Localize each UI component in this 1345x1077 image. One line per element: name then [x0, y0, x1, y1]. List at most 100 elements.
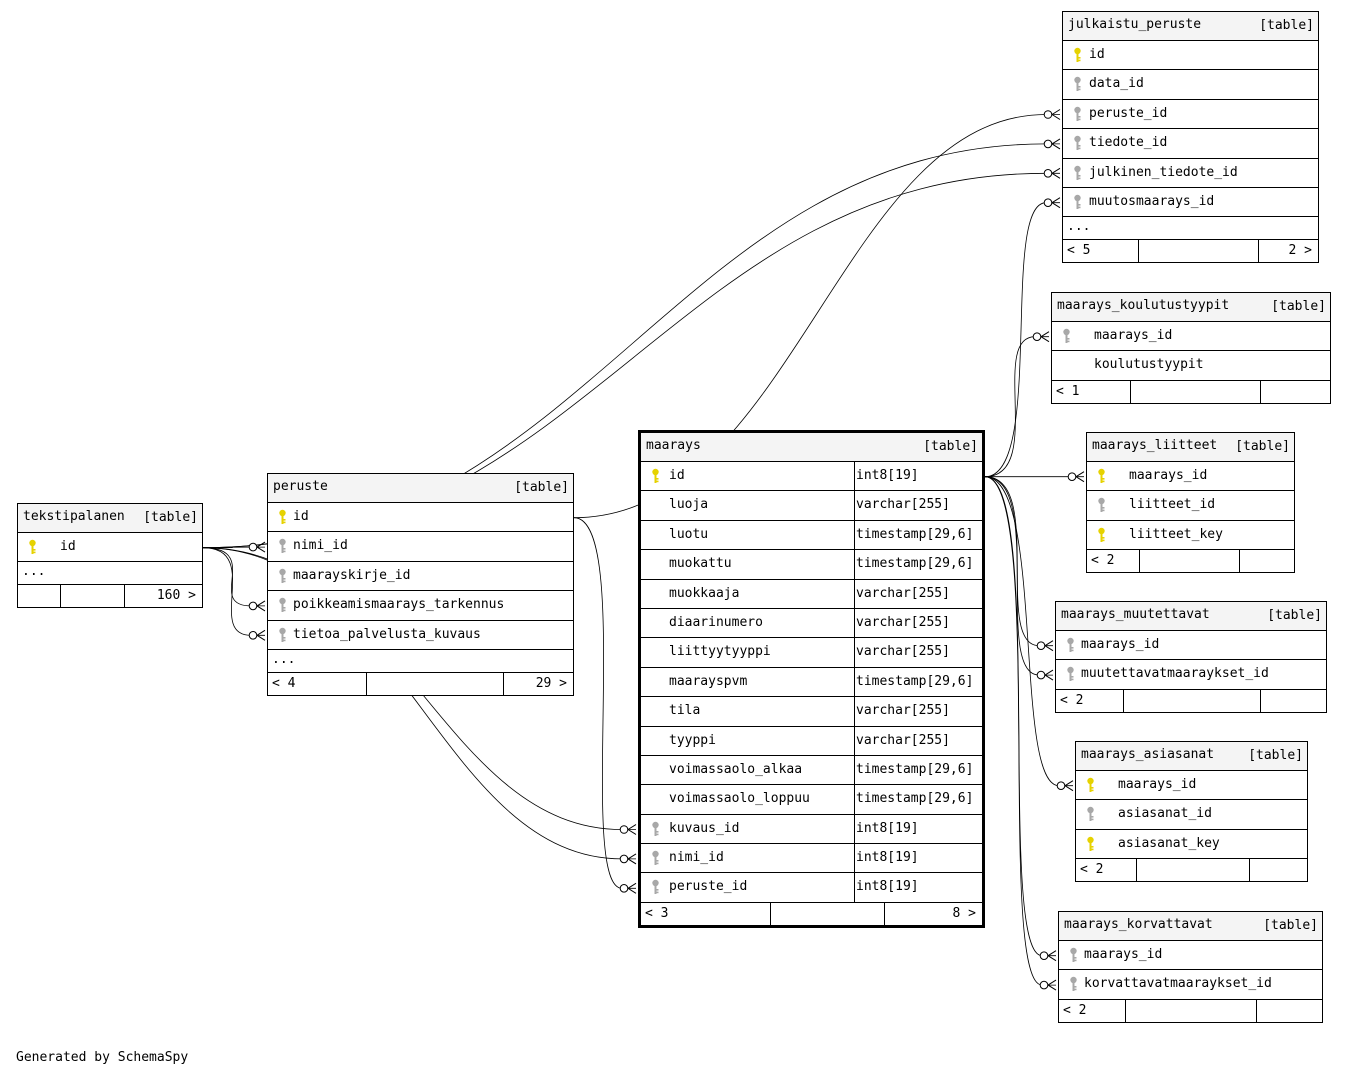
- column-row[interactable]: maarays_id: [1076, 771, 1307, 801]
- column-row[interactable]: maarays_id: [1059, 941, 1322, 971]
- column-row[interactable]: maarays_id: [1052, 322, 1330, 352]
- column-row[interactable]: poikkeamismaarays_tarkennus: [268, 591, 573, 621]
- column-type: varchar[255]: [856, 644, 950, 660]
- primary-key-icon: [651, 468, 660, 484]
- table-type-label: [table]: [1259, 18, 1314, 33]
- column-type: int8[19]: [856, 468, 919, 483]
- table-footer: < 4 29 >: [268, 672, 573, 695]
- parent-count[interactable]: < 2: [1060, 692, 1084, 708]
- column-row[interactable]: id: [268, 503, 573, 533]
- column-row[interactable]: liitteet_key: [1087, 521, 1294, 551]
- footer-divider: [1260, 380, 1261, 403]
- column-divider: [854, 814, 855, 844]
- column-row[interactable]: julkinen_tiedote_id: [1063, 159, 1318, 188]
- column-row[interactable]: liittyytyyppi varchar[255]: [641, 638, 982, 668]
- column-row[interactable]: korvattavatmaaraykset_id: [1059, 970, 1322, 1000]
- column-row[interactable]: muutosmaarays_id: [1063, 188, 1318, 218]
- column-row[interactable]: peruste_id: [1063, 100, 1318, 130]
- column-name: muokattu: [669, 556, 732, 572]
- footer-divider: [770, 902, 771, 925]
- relationship-edge: [984, 476, 1054, 652]
- column-row[interactable]: maarays_id: [1087, 462, 1294, 492]
- column-row[interactable]: nimi_id: [268, 532, 573, 562]
- foreign-key-icon: [1097, 497, 1106, 513]
- parent-count[interactable]: < 2: [1080, 862, 1104, 878]
- column-name: peruste_id: [669, 879, 748, 895]
- table-name: maarays_muutettavat: [1061, 607, 1210, 622]
- column-row[interactable]: koulutustyypit: [1052, 351, 1330, 381]
- column-name: voimassaolo_loppuu: [669, 791, 810, 807]
- parent-count[interactable]: < 2: [1091, 553, 1115, 569]
- column-row[interactable]: maarays_id: [1056, 631, 1326, 661]
- column-name: maarays_id: [1094, 328, 1173, 343]
- column-row[interactable]: tiedote_id: [1063, 129, 1318, 159]
- footer-divider: [884, 902, 885, 925]
- parent-count[interactable]: < 3: [645, 905, 669, 921]
- column-divider: [854, 491, 855, 520]
- parent-count[interactable]: < 1: [1056, 383, 1080, 399]
- table-header: maarays_koulutustyypit[table]: [1052, 293, 1330, 322]
- column-row[interactable]: asiasanat_id: [1076, 800, 1307, 830]
- column-name: tietoa_palvelusta_kuvaus: [293, 626, 481, 642]
- column-name: liitteet_key: [1129, 526, 1223, 542]
- child-count[interactable]: 2 >: [1288, 243, 1312, 259]
- primary-key-icon: [1073, 47, 1082, 63]
- column-name: liittyytyyppi: [669, 644, 771, 660]
- child-count[interactable]: 160 >: [156, 588, 196, 604]
- column-row[interactable]: maarayskirje_id: [268, 562, 573, 592]
- primary-key-icon: [1097, 468, 1106, 484]
- column-name: tila: [669, 703, 701, 719]
- column-row[interactable]: liitteet_id: [1087, 491, 1294, 521]
- footer-divider: [1138, 240, 1139, 263]
- child-count[interactable]: 29 >: [535, 675, 567, 691]
- table-type-label: [table]: [1271, 299, 1326, 314]
- column-row[interactable]: muutettavatmaaraykset_id: [1056, 660, 1326, 690]
- column-row[interactable]: tietoa_palvelusta_kuvaus: [268, 621, 573, 650]
- foreign-key-icon: [1073, 106, 1082, 122]
- relationship-edge: [984, 476, 1074, 792]
- column-row[interactable]: id: [1063, 41, 1318, 71]
- parent-count[interactable]: < 2: [1063, 1002, 1087, 1018]
- column-row[interactable]: id: [18, 533, 202, 563]
- table-name: peruste: [273, 479, 328, 494]
- column-divider: [854, 844, 855, 873]
- column-type: varchar[255]: [856, 614, 950, 630]
- column-name: id: [293, 509, 309, 524]
- table-header: maarays_asiasanat[table]: [1076, 742, 1307, 771]
- parent-count[interactable]: < 4: [272, 675, 296, 691]
- ellipsis-text: ...: [22, 564, 46, 580]
- child-count[interactable]: 8 >: [952, 905, 976, 921]
- column-name: julkinen_tiedote_id: [1089, 164, 1238, 180]
- table-tekstipalanen[interactable]: tekstipalanen[table]id...160 >: [17, 503, 203, 609]
- parent-count[interactable]: < 5: [1067, 243, 1091, 259]
- footer-divider: [124, 585, 125, 608]
- column-row[interactable]: asiasanat_key: [1076, 830, 1307, 860]
- column-divider: [854, 755, 855, 785]
- column-divider: [854, 785, 855, 814]
- primary-key-icon: [1086, 777, 1095, 793]
- column-row[interactable]: data_id: [1063, 70, 1318, 100]
- primary-key-icon: [28, 539, 37, 555]
